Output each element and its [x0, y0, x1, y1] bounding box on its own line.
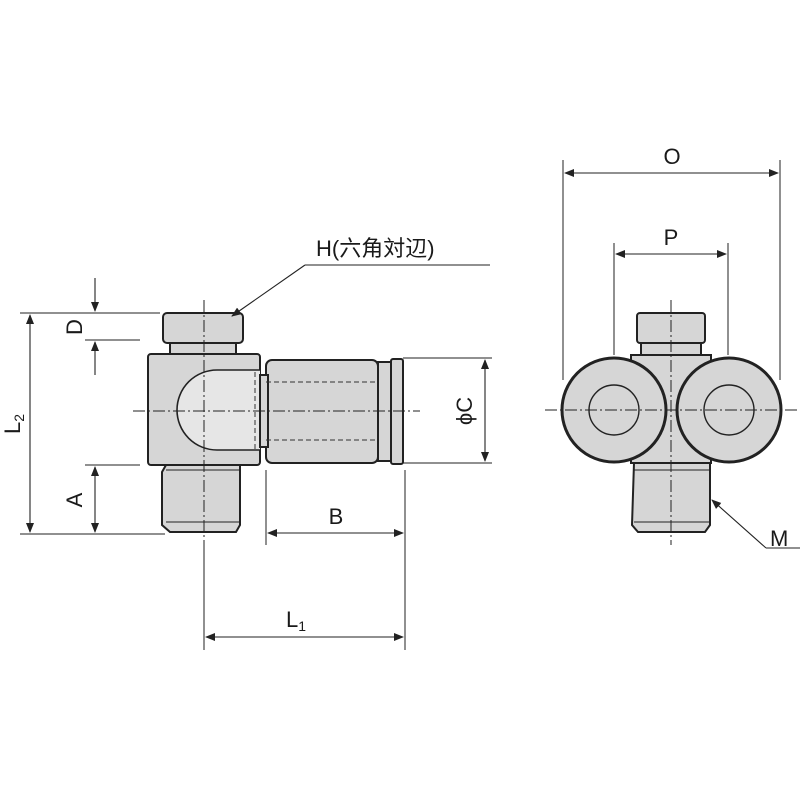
label-M: M [770, 526, 788, 551]
front-extension-lines [562, 160, 781, 380]
thread-leader: M [711, 499, 800, 551]
label-B: B [329, 504, 344, 529]
dim-O: O [564, 144, 779, 177]
dim-B: B [267, 504, 404, 537]
front-thread [630, 462, 711, 533]
label-L2: L2 [0, 414, 27, 434]
dim-D: D [62, 278, 99, 375]
front-view [545, 300, 800, 545]
side-extension-lines [20, 312, 492, 650]
hex-nut-top [162, 312, 244, 344]
side-view [133, 300, 420, 550]
label-A: A [62, 492, 87, 507]
label-O: O [663, 144, 680, 169]
dim-L2: L2 [0, 314, 34, 533]
dim-phiC: ϕC [452, 359, 489, 462]
dim-L1: L1 [205, 607, 404, 641]
dim-P: P [615, 225, 727, 258]
internal-bend [176, 369, 260, 451]
label-L1: L1 [286, 607, 306, 634]
label-P: P [664, 225, 679, 250]
dim-A: A [62, 466, 99, 533]
hex-leader: H(六角対辺) [231, 236, 490, 317]
thread-bottom [161, 464, 241, 533]
label-phiC: ϕC [452, 397, 477, 425]
label-hex: H(六角対辺) [316, 236, 435, 261]
label-D: D [62, 319, 87, 335]
